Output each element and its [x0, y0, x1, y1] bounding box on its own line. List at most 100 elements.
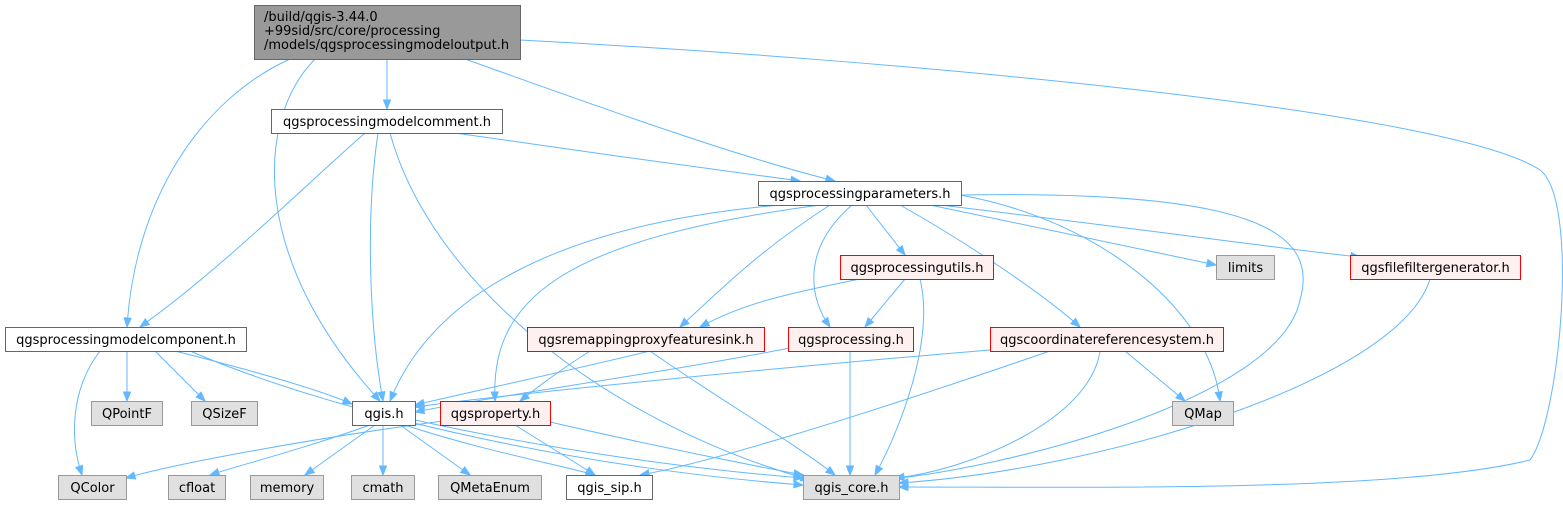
edge-line: [864, 278, 906, 328]
node-component[interactable]: qgsprocessingmodelcomponent.h: [5, 327, 247, 352]
edge-line: [929, 204, 1217, 266]
edge-crs-to-qgis_sip: [638, 350, 1051, 478]
node-label: /build/qgis-3.44.0: [264, 10, 378, 25]
node-box: [438, 475, 542, 500]
arrowhead-icon: [195, 391, 206, 402]
arrowhead-icon: [1070, 317, 1082, 328]
node-label: cmath: [362, 481, 403, 496]
edge-line: [879, 194, 1304, 481]
edge-line: [126, 58, 291, 328]
nodes-layer: /build/qgis-3.44.0+99sid/src/core/proces…: [5, 5, 1521, 500]
edge-line: [899, 204, 1081, 328]
arrowhead-icon: [490, 391, 499, 403]
edge-line: [894, 350, 1101, 479]
edge-root-to-component: [123, 58, 291, 329]
node-qgis[interactable]: qgis.h: [352, 401, 416, 426]
edge-line: [813, 204, 853, 328]
node-label: qgsproperty.h: [451, 407, 540, 422]
node-label: qgsprocessing.h: [798, 333, 904, 348]
edge-line: [404, 424, 596, 476]
arrowhead-icon: [821, 316, 831, 329]
node-label: QPointF: [102, 407, 152, 422]
node-root[interactable]: /build/qgis-3.44.0+99sid/src/core/proces…: [254, 5, 521, 60]
node-utils[interactable]: qgsprocessingutils.h: [840, 255, 994, 280]
node-processing[interactable]: qgsprocessing.h: [788, 327, 914, 352]
node-label: limits: [1228, 261, 1264, 276]
edges-layer: [74, 39, 1563, 492]
node-box: [1172, 401, 1234, 426]
node-remapping[interactable]: qgsremappingproxyfeaturesink.h: [527, 327, 765, 352]
edge-component-to-qgis_core: [189, 350, 805, 489]
edge-line: [125, 419, 451, 479]
arrowhead-icon: [389, 390, 398, 403]
node-qsizef[interactable]: QSizeF: [191, 401, 258, 426]
edge-parameters-to-property: [490, 204, 821, 403]
node-box: [250, 475, 324, 500]
node-box: [803, 475, 900, 500]
node-cmath[interactable]: cmath: [351, 475, 415, 500]
node-label: qgsfilefiltergenerator.h: [1361, 261, 1509, 276]
node-label: qgscoordinatereferencesystem.h: [1000, 333, 1214, 348]
node-label: QColor: [70, 481, 115, 496]
node-label: qgsprocessingparameters.h: [769, 187, 950, 202]
node-property[interactable]: qgsproperty.h: [440, 401, 551, 426]
node-qmetaenum[interactable]: QMetaEnum: [438, 475, 542, 500]
arrowhead-icon: [303, 466, 316, 476]
edge-qgis-to-memory: [303, 424, 376, 476]
node-qmap[interactable]: QMap: [1172, 401, 1234, 426]
edge-property-to-qcolor: [124, 419, 451, 480]
node-memory[interactable]: memory: [250, 475, 324, 500]
edge-parameters-to-limits: [929, 204, 1218, 268]
arrowhead-icon: [208, 468, 221, 477]
arrowhead-icon: [897, 478, 909, 487]
arrowhead-icon: [895, 244, 906, 257]
node-label: qgsprocessingmodelcomment.h: [283, 115, 491, 130]
arrowhead-icon: [792, 469, 805, 478]
node-label: cfloat: [179, 481, 215, 496]
edge-qgis-to-cfloat: [208, 424, 371, 477]
node-box: [527, 327, 765, 352]
edge-line: [939, 204, 1361, 258]
edge-root-to-parameters: [464, 58, 837, 183]
node-qcolor[interactable]: QColor: [58, 475, 127, 500]
edge-line: [464, 58, 836, 182]
edge-crs-to-qmap: [1124, 350, 1187, 402]
node-qpointf[interactable]: QPointF: [91, 401, 163, 426]
edge-line: [399, 424, 471, 476]
edge-parameters-to-utils: [865, 204, 906, 257]
edge-component-to-qpointf: [122, 351, 132, 403]
node-limits[interactable]: limits: [1216, 255, 1275, 280]
edge-line: [649, 350, 836, 476]
edge-line: [189, 350, 804, 486]
node-parameters[interactable]: qgsprocessingparameters.h: [758, 181, 962, 206]
edge-component-to-qgis: [174, 350, 354, 405]
node-qgis_core[interactable]: qgis_core.h: [803, 475, 900, 500]
edge-parameters-to-qmap: [959, 194, 1223, 403]
node-label: qgsprocessingmodelcomponent.h: [16, 333, 236, 348]
node-cfloat[interactable]: cfloat: [168, 475, 226, 500]
arrowhead-icon: [124, 471, 137, 480]
edge-line: [519, 39, 1563, 488]
edge-root-to-qgis: [273, 58, 381, 403]
node-filefilter[interactable]: qgsfilefiltergenerator.h: [1350, 255, 1521, 280]
edge-line: [454, 132, 801, 182]
arrowhead-icon: [793, 480, 805, 489]
node-label: /models/qgsprocessingmodeloutput.h: [264, 38, 509, 53]
node-label: qgis.h: [364, 407, 403, 422]
node-label: qgis_sip.h: [577, 481, 641, 496]
node-qgis_sip[interactable]: qgis_sip.h: [566, 475, 653, 500]
node-box: [788, 327, 914, 352]
arrowhead-icon: [138, 318, 151, 328]
edge-filefilter-to-qgis_core: [897, 278, 1431, 487]
edge-remapping-to-qgis_core: [649, 350, 837, 476]
edge-line: [389, 204, 781, 402]
node-comment[interactable]: qgsprocessingmodelcomment.h: [271, 109, 503, 134]
arrowhead-icon: [698, 318, 711, 328]
edge-remapping-to-property: [518, 350, 591, 402]
edge-component-to-qcolor: [74, 350, 101, 477]
edge-line: [369, 132, 384, 402]
node-label: qgis_core.h: [815, 481, 889, 496]
node-crs[interactable]: qgscoordinatereferencesystem.h: [990, 327, 1224, 352]
edge-line: [549, 421, 804, 476]
